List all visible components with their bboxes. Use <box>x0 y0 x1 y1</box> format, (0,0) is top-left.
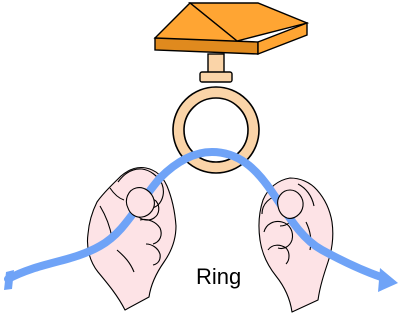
left-hand <box>87 167 176 310</box>
rope-arrowhead <box>378 268 398 292</box>
ring-label: Ring <box>196 264 241 289</box>
right-thumb <box>278 190 303 218</box>
plate-front-face <box>155 38 258 54</box>
ring-stem <box>200 54 232 82</box>
rope-left-end <box>4 270 14 290</box>
left-thumb <box>126 188 154 218</box>
mounting-plate <box>155 3 307 54</box>
